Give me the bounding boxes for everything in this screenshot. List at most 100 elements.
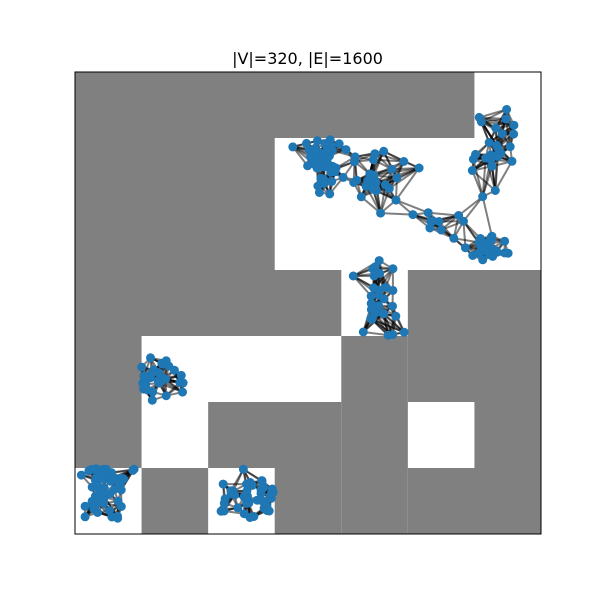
plot-title: |V|=320, |E|=1600 [232, 49, 383, 68]
graph-node [423, 208, 433, 218]
graph-node [379, 146, 389, 156]
obstacle-cell [75, 270, 342, 336]
graph-node [147, 369, 156, 379]
graph-node [153, 376, 163, 386]
graph-edge [395, 199, 429, 214]
graph-node [338, 172, 348, 182]
obstacle-cell [341, 402, 408, 534]
graph-edge [382, 150, 398, 179]
graph-edge [429, 214, 459, 229]
graph-node [348, 271, 358, 281]
graph-node [262, 506, 272, 516]
graph-node [267, 488, 277, 497]
graph-node [310, 144, 320, 154]
graph-node [239, 509, 249, 519]
graph-node [500, 236, 510, 246]
graph-node [471, 149, 480, 159]
graph-node [259, 482, 269, 492]
graph-edge [457, 195, 484, 217]
graph-node [391, 311, 401, 321]
graph-node [226, 486, 236, 496]
graph-node [505, 142, 515, 152]
graph-node [500, 248, 510, 258]
graph-node [169, 365, 179, 375]
graph-node [484, 138, 494, 147]
graph-node [376, 208, 386, 218]
graph-node [391, 195, 401, 205]
graph-node [399, 157, 409, 166]
graph-node [319, 179, 329, 188]
graph-node [233, 503, 243, 513]
graph-node [116, 502, 126, 511]
graph-node [244, 498, 254, 508]
graph-node [381, 282, 391, 292]
graph-node [478, 255, 488, 265]
graph-node [388, 264, 398, 274]
obstacle-cell [407, 468, 541, 534]
graph-node [178, 387, 187, 397]
graph-node [242, 479, 252, 489]
graph-node [76, 470, 86, 480]
graph-node [434, 217, 444, 226]
graph-node [349, 178, 359, 187]
graph-edge [494, 160, 513, 191]
obstacle-cell [274, 468, 342, 534]
graph-node [176, 370, 186, 380]
graph-node [366, 291, 376, 301]
graph-node [358, 327, 368, 337]
graph-node [474, 112, 484, 122]
graph-node [303, 161, 313, 171]
graph-node [109, 484, 119, 494]
graph-node [255, 494, 265, 504]
graph-node [161, 374, 171, 384]
graph-node [449, 233, 459, 243]
graph-node [493, 152, 503, 161]
graph-node [369, 170, 379, 180]
graph-node [161, 391, 171, 401]
graph-node [459, 216, 468, 226]
graph-node [80, 512, 90, 522]
graph-node [322, 154, 332, 164]
graph-node [408, 210, 418, 220]
graph-node [314, 188, 324, 197]
graph-node [325, 135, 335, 145]
graph-node [87, 482, 97, 492]
graph-edge [374, 152, 405, 163]
graph-node [157, 359, 167, 369]
graph-node [388, 285, 398, 295]
graph-edge [462, 195, 484, 222]
graph-edge [373, 167, 420, 177]
graph-node [368, 184, 378, 194]
graph-node [93, 508, 103, 517]
graph-node [478, 192, 488, 202]
graph-node [460, 243, 470, 253]
graph-edge [478, 108, 507, 119]
graph-node [312, 136, 322, 146]
graph-node [378, 309, 388, 318]
obstacle-cell [75, 138, 275, 270]
graph-node [310, 160, 320, 170]
graph-node [370, 262, 380, 272]
graph-node [369, 283, 379, 293]
graph-edge [395, 167, 420, 201]
graph-node [139, 371, 149, 381]
obstacle-cell [474, 402, 541, 468]
graph-node [356, 192, 366, 202]
graph-node [137, 362, 147, 372]
graph-node [128, 465, 138, 475]
graph-node [454, 211, 464, 220]
graph-edge [380, 212, 413, 216]
graph-node [379, 294, 389, 304]
graph-node [326, 167, 336, 177]
obstacle-cell [341, 336, 408, 402]
graph-node [104, 506, 114, 516]
graph-node [387, 164, 397, 174]
graph-node [350, 157, 359, 167]
graph-edge [472, 158, 484, 197]
graph-node [492, 247, 502, 257]
graph-node [334, 139, 344, 149]
graph-node [502, 105, 512, 114]
graph-node [146, 353, 155, 363]
graph-node [92, 499, 102, 509]
